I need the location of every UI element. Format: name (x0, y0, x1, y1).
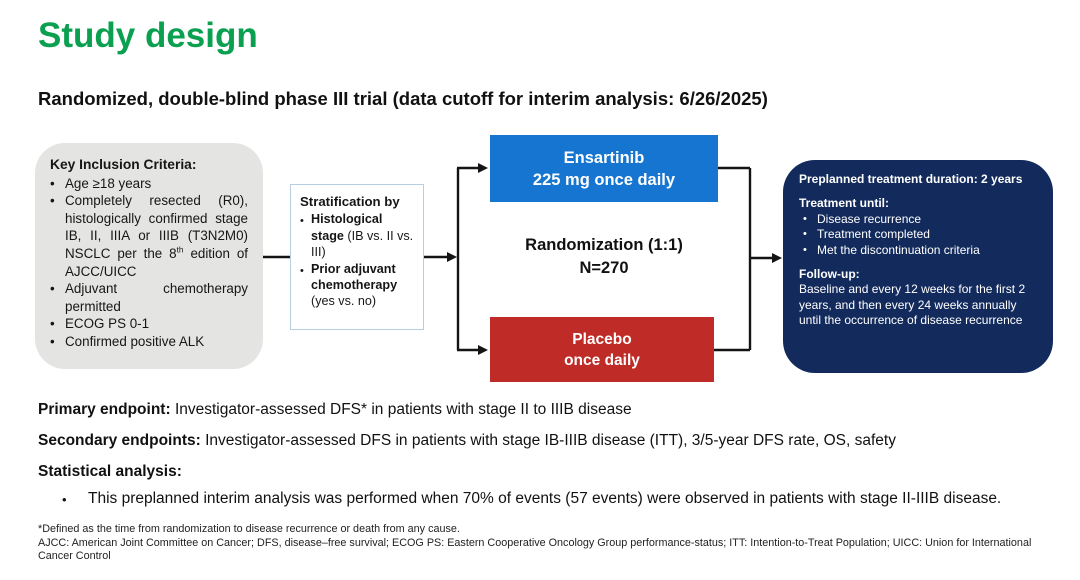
until-completed: Treatment completed (817, 227, 930, 242)
inclusion-alk: Confirmed positive ALK (65, 333, 205, 349)
footnote-dfs-definition: *Defined as the time from randomization … (38, 523, 460, 535)
list-item: Confirmed positive ALK (50, 333, 248, 351)
superscript-th: th (176, 244, 184, 255)
list-item: Disease recurrence (799, 212, 1038, 227)
ensartinib-dose: 225 mg once daily (532, 170, 676, 189)
primary-endpoint: Primary endpoint: Investigator-assessed … (38, 401, 632, 418)
treatment-until-heading: Treatment until: (799, 196, 890, 211)
ensartinib-arm-box: Ensartinib 225 mg once daily (490, 135, 718, 202)
treatment-duration: Preplanned treatment duration: 2 years (799, 172, 1023, 186)
inclusion-chemo: Adjuvant chemotherapy permitted (65, 281, 248, 314)
stratification-heading: Stratification by (300, 194, 400, 209)
followup-heading: Follow-up: (799, 267, 860, 282)
statistical-analysis-bullet: This preplanned interim analysis was per… (62, 490, 1001, 508)
list-item: Completely resected (R0), histologically… (50, 192, 248, 280)
list-item: ECOG PS 0-1 (50, 315, 248, 333)
placebo-name: Placebo (572, 330, 632, 348)
footnote-abbreviations: AJCC: American Joint Committee on Cancer… (38, 536, 1032, 563)
list-item: Met the discontinuation criteria (799, 243, 1038, 258)
stratification-box: Stratification by Histological stage (IB… (290, 184, 424, 330)
inclusion-resected: Completely resected (R0), histologically… (65, 193, 248, 279)
inclusion-heading: Key Inclusion Criteria: (50, 157, 197, 172)
list-item: Adjuvant chemotherapy permitted (50, 280, 248, 315)
ensartinib-name: Ensartinib (563, 148, 645, 167)
randomization-ratio: Randomization (1:1) (525, 236, 683, 254)
inclusion-age: Age ≥18 years (65, 175, 152, 191)
list-item: Age ≥18 years (50, 175, 248, 193)
inclusion-ecog: ECOG PS 0-1 (65, 316, 150, 332)
stratification-chemo: Prior adjuvant chemotherapy (yes vs. no) (311, 261, 398, 309)
randomization-n: N=270 (579, 259, 629, 277)
until-recurrence: Disease recurrence (817, 211, 922, 226)
inclusion-criteria-box: Key Inclusion Criteria: Age ≥18 years Co… (35, 143, 263, 369)
list-item: Histological stage (IB vs. II vs. III) (300, 211, 417, 260)
list-item: Prior adjuvant chemotherapy (yes vs. no) (300, 261, 417, 310)
treatment-duration-box: Preplanned treatment duration: 2 years T… (783, 160, 1053, 373)
until-discontinuation: Met the discontinuation criteria (817, 242, 980, 257)
trial-subtitle: Randomized, double-blind phase III trial… (38, 88, 768, 109)
placebo-arm-box: Placebo once daily (490, 317, 714, 382)
statistical-analysis-heading: Statistical analysis: (38, 463, 182, 480)
list-item: Treatment completed (799, 227, 1038, 242)
stratification-histology: Histological stage (IB vs. II vs. III) (311, 212, 414, 260)
placebo-dose: once daily (564, 351, 640, 369)
footnotes: *Defined as the time from randomization … (38, 523, 1043, 564)
page-title: Study design (38, 16, 258, 55)
randomization-label: Randomization (1:1) N=270 (490, 234, 718, 280)
followup-schedule: Baseline and every 12 weeks for the firs… (799, 282, 1026, 328)
secondary-endpoints: Secondary endpoints: Investigator-assess… (38, 432, 896, 449)
